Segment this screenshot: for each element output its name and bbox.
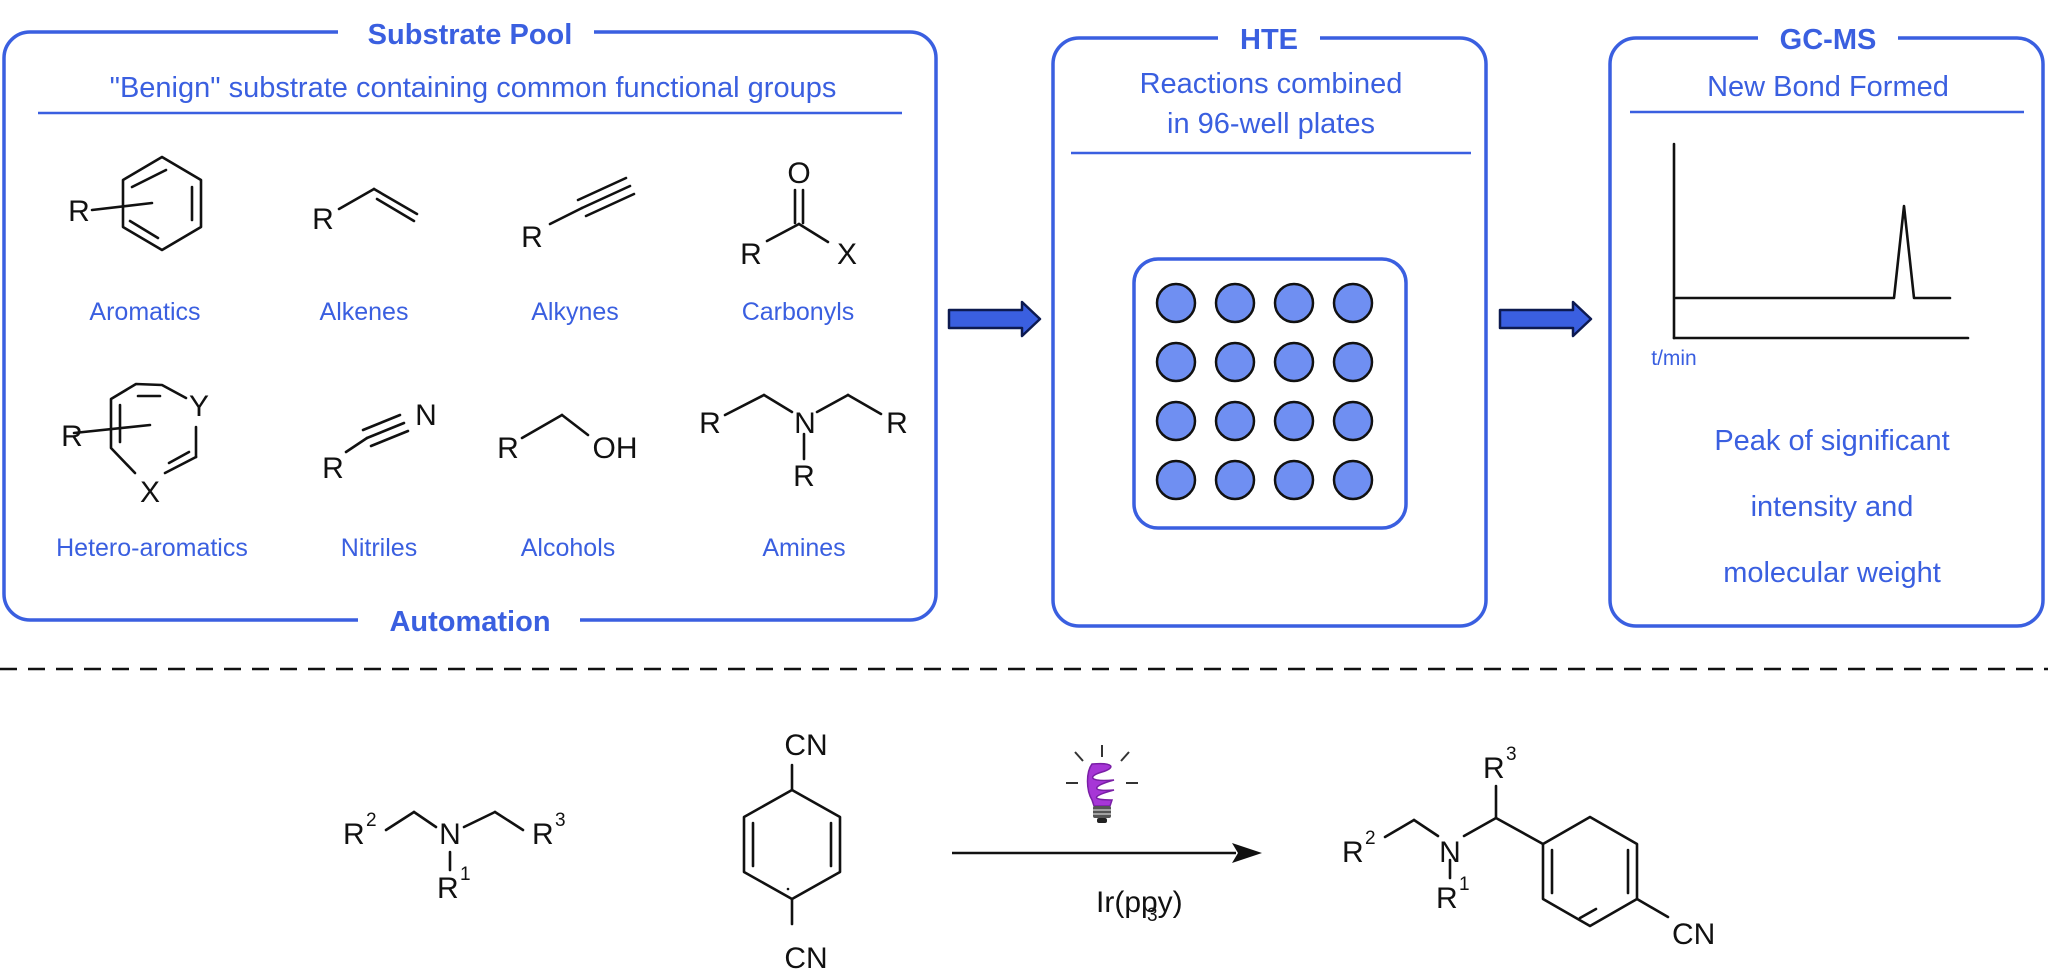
alkenes-structure: R bbox=[312, 187, 419, 236]
arrow-to-hte bbox=[947, 300, 1042, 338]
svg-text:2: 2 bbox=[366, 810, 377, 831]
group-label-alkynes: Alkynes bbox=[531, 298, 619, 326]
hte-title: HTE bbox=[1240, 24, 1298, 56]
gcms-line-3: molecular weight bbox=[1723, 557, 1941, 589]
well bbox=[1155, 341, 1197, 383]
well-grid bbox=[1155, 282, 1374, 501]
amines-structure: R N R R bbox=[699, 393, 908, 493]
group-label-hetero-aromatics: Hetero-aromatics bbox=[56, 534, 248, 562]
svg-text:R: R bbox=[1483, 752, 1505, 785]
well bbox=[1332, 282, 1374, 324]
svg-text:3: 3 bbox=[1506, 744, 1517, 765]
well bbox=[1273, 459, 1315, 501]
svg-text:R: R bbox=[532, 818, 554, 851]
svg-text:1: 1 bbox=[1459, 874, 1470, 895]
svg-text:X: X bbox=[140, 476, 160, 509]
well bbox=[1273, 282, 1315, 324]
substrate-pool-subtitle: "Benign" substrate containing common fun… bbox=[110, 72, 837, 104]
well bbox=[1332, 341, 1374, 383]
alkynes-structure: R bbox=[521, 176, 636, 254]
well bbox=[1273, 341, 1315, 383]
gcms-panel: GC-MS New Bond Formed t/min Peak of sign… bbox=[1608, 18, 2045, 628]
well-plate bbox=[1132, 257, 1408, 530]
svg-text:X: X bbox=[837, 238, 857, 271]
svg-text:R: R bbox=[521, 221, 543, 254]
heteroaromatics-structure: R Y X bbox=[61, 382, 209, 509]
product-structure: R 2 N R 1 R 3 CN bbox=[1342, 744, 1715, 951]
svg-text:3: 3 bbox=[555, 810, 566, 831]
svg-text:R: R bbox=[68, 195, 90, 228]
amine-reactant: R 2 N R 3 R 1 bbox=[343, 810, 566, 905]
well bbox=[1155, 400, 1197, 442]
svg-text:CN: CN bbox=[784, 942, 827, 971]
svg-text:R: R bbox=[793, 460, 815, 493]
well bbox=[1214, 459, 1256, 501]
svg-text:N: N bbox=[415, 399, 437, 432]
dicyanobenzene-reactant: CN CN bbox=[742, 729, 842, 971]
svg-text:R: R bbox=[437, 872, 459, 905]
svg-text:CN: CN bbox=[1672, 918, 1715, 951]
substrate-pool-frame bbox=[2, 30, 938, 622]
group-label-amines: Amines bbox=[762, 534, 845, 562]
group-label-alkenes: Alkenes bbox=[320, 298, 409, 326]
well bbox=[1214, 341, 1256, 383]
hte-line-1: Reactions combined bbox=[1140, 68, 1403, 100]
well bbox=[1214, 282, 1256, 324]
well bbox=[1332, 400, 1374, 442]
gcms-title: GC-MS bbox=[1780, 24, 1877, 56]
light-bulb-icon bbox=[1066, 745, 1138, 823]
svg-text:R: R bbox=[1342, 836, 1364, 869]
svg-text:Y: Y bbox=[189, 390, 209, 423]
svg-text:O: O bbox=[787, 157, 810, 190]
carbonyls-structure: O R X bbox=[740, 157, 857, 271]
well bbox=[1332, 459, 1374, 501]
chromatogram bbox=[1672, 142, 1970, 340]
gcms-line-2: intensity and bbox=[1751, 491, 1914, 523]
svg-text:N: N bbox=[794, 407, 816, 440]
group-label-nitriles: Nitriles bbox=[341, 534, 417, 562]
svg-text:2: 2 bbox=[1365, 828, 1376, 849]
substrate-pool-footer: Automation bbox=[389, 606, 550, 638]
catalyst-subscript: 3 bbox=[1147, 905, 1158, 926]
arrow-to-gcms bbox=[1498, 300, 1593, 338]
well bbox=[1273, 400, 1315, 442]
hte-panel: HTE Reactions combined in 96-well plates bbox=[1051, 18, 1488, 628]
well bbox=[1155, 282, 1197, 324]
svg-text:N: N bbox=[1439, 836, 1461, 869]
group-label-alcohols: Alcohols bbox=[521, 534, 616, 562]
nitriles-structure: R N bbox=[322, 399, 437, 485]
gcms-line-1: Peak of significant bbox=[1714, 425, 1949, 457]
svg-text:R: R bbox=[740, 238, 762, 271]
svg-text:R: R bbox=[886, 407, 908, 440]
aromatics-structure: R bbox=[68, 155, 203, 252]
group-label-aromatics: Aromatics bbox=[89, 298, 200, 326]
hte-line-2: in 96-well plates bbox=[1167, 108, 1375, 140]
substrate-pool-title: Substrate Pool bbox=[368, 19, 573, 51]
alcohols-structure: R OH bbox=[497, 413, 638, 465]
well bbox=[1214, 400, 1256, 442]
svg-text:1: 1 bbox=[460, 864, 471, 885]
gcms-subtitle: New Bond Formed bbox=[1707, 71, 1949, 103]
svg-text:R: R bbox=[699, 407, 721, 440]
svg-text:N: N bbox=[439, 818, 461, 851]
substrate-pool-panel: Substrate Pool "Benign" substrate contai… bbox=[2, 14, 938, 642]
svg-text:R: R bbox=[61, 420, 83, 453]
svg-text:CN: CN bbox=[784, 729, 827, 762]
well bbox=[1155, 459, 1197, 501]
svg-text:R: R bbox=[322, 452, 344, 485]
svg-text:R: R bbox=[1436, 882, 1458, 915]
svg-text:R: R bbox=[312, 203, 334, 236]
svg-text:R: R bbox=[343, 818, 365, 851]
gcms-axis-label: t/min bbox=[1651, 347, 1697, 370]
reaction-arrow bbox=[952, 843, 1262, 863]
svg-text:R: R bbox=[497, 432, 519, 465]
catalyst-label: Ir(ppy) bbox=[1096, 886, 1183, 919]
group-label-carbonyls: Carbonyls bbox=[742, 298, 855, 326]
svg-text:OH: OH bbox=[593, 432, 638, 465]
